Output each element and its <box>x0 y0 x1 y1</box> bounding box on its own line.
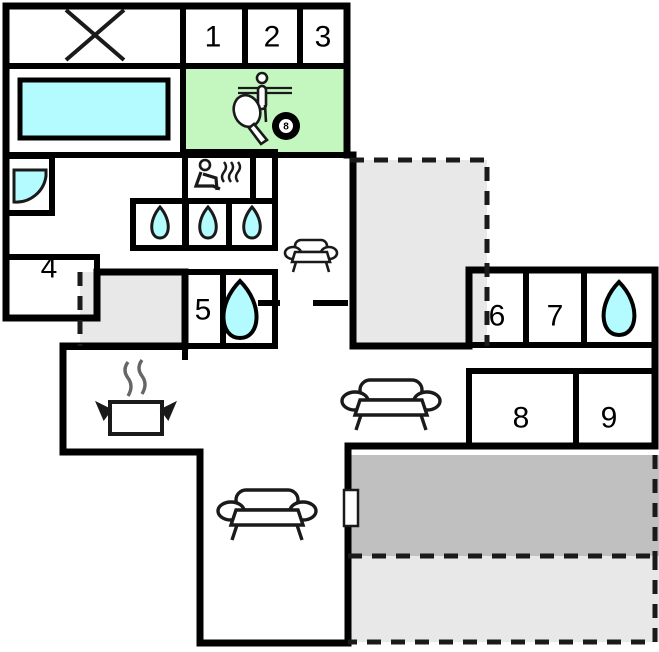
swimming-pool <box>17 77 171 141</box>
shower-drop-icon-1 <box>150 204 170 240</box>
terrace-lower-covered <box>348 455 659 556</box>
interior-walls <box>3 3 658 449</box>
door-openings <box>182 300 348 360</box>
eight-ball-label: 8 <box>283 122 289 133</box>
shower-drop-icon-2 <box>198 204 218 240</box>
room-label-1: 1 <box>205 21 222 54</box>
crossed-out-icon <box>64 8 126 62</box>
cooking-pot-icon <box>95 358 177 436</box>
sofa-icon-right <box>340 378 442 431</box>
room-label-3: 3 <box>315 21 332 54</box>
door-icon <box>342 488 360 528</box>
room-label-7: 7 <box>547 300 564 333</box>
room-label-6: 6 <box>489 300 506 333</box>
bath-drop-icon-5 <box>221 278 259 341</box>
sofa-icon-bottom <box>216 488 318 541</box>
terrace-fills <box>80 160 659 642</box>
foosball-player-icon <box>238 71 292 123</box>
room-label-8: 8 <box>513 402 530 435</box>
armchair-icon <box>283 238 339 273</box>
terrace-upper-covered <box>350 160 487 346</box>
table-tennis-paddle-icon <box>232 93 269 146</box>
room-label-2: 2 <box>264 21 281 54</box>
whirlpool-icon <box>12 168 48 204</box>
bath-drop-icon-67 <box>601 279 637 338</box>
eight-ball-icon: 8 <box>272 112 300 140</box>
terrace-lower-open <box>348 556 659 642</box>
terrace-lower-open-dashed <box>348 556 658 645</box>
shower-drop-icon-3 <box>242 204 262 240</box>
terrace-dashed-borders <box>77 157 658 645</box>
room-label-9: 9 <box>601 402 618 435</box>
room-label-5: 5 <box>195 294 212 327</box>
room-label-4: 4 <box>41 252 58 285</box>
sauna-icon <box>193 158 242 191</box>
terrace-lower-covered-dashed <box>348 455 658 559</box>
